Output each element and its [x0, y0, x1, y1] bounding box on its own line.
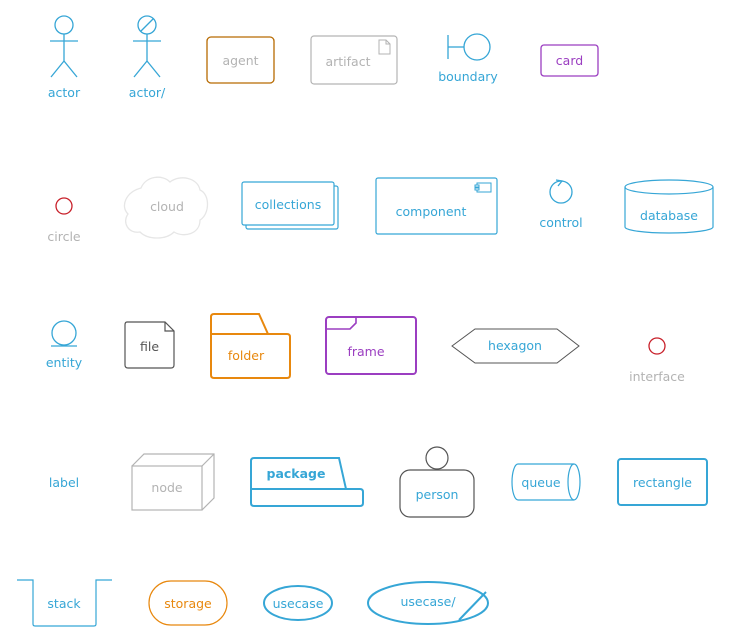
database-label: database [640, 208, 698, 223]
card-element[interactable]: card [540, 44, 599, 77]
business-actor-figure [133, 15, 161, 78]
folder-label: folder [228, 348, 265, 363]
component-icon [474, 182, 492, 193]
entity-icon [51, 320, 77, 347]
artifact-box [310, 35, 398, 85]
folder-element[interactable]: folder [210, 313, 291, 379]
rectangle-box [617, 458, 708, 506]
agent-element[interactable]: agent [206, 36, 275, 84]
node-element[interactable]: node [131, 453, 215, 511]
card-label: card [556, 53, 583, 68]
queue-element[interactable]: queue [511, 463, 581, 501]
usecase-business-element[interactable]: usecase/ [367, 581, 489, 625]
actor-label: actor [48, 85, 81, 100]
entity-element[interactable]: entity [46, 320, 83, 370]
component-label: component [396, 204, 467, 219]
hexagon-label: hexagon [488, 338, 542, 353]
package-label: package [267, 466, 326, 481]
agent-box [206, 36, 275, 84]
boundary-label: boundary [438, 69, 498, 84]
circle-shape [55, 197, 73, 215]
label-text: label [49, 475, 79, 490]
artifact-element[interactable]: artifact [310, 35, 398, 85]
entity-label: entity [46, 355, 83, 370]
collections-label: collections [255, 197, 322, 212]
stack-label: stack [47, 596, 81, 611]
collections-element[interactable]: collections [241, 181, 339, 230]
control-element[interactable]: control [539, 179, 583, 230]
boundary-icon [447, 33, 491, 61]
hexagon-element[interactable]: hexagon [451, 328, 580, 364]
person-shape [399, 446, 475, 518]
frame-box [325, 316, 417, 375]
storage-label: storage [164, 596, 212, 611]
actor-business-label: actor/ [129, 85, 166, 100]
usecase-element[interactable]: usecase [263, 585, 333, 621]
file-element[interactable]: file [124, 321, 175, 369]
card-box [540, 44, 599, 77]
interface-circle [648, 337, 666, 355]
actor-element[interactable]: actor [48, 15, 81, 100]
database-cylinder [624, 179, 714, 234]
file-label: file [140, 339, 159, 354]
queue-cylinder [511, 463, 581, 501]
database-element[interactable]: database [624, 179, 714, 234]
cloud-label: cloud [150, 199, 184, 214]
agent-label: agent [222, 53, 258, 68]
person-label: person [416, 487, 459, 502]
usecase-business-label: usecase/ [400, 594, 456, 609]
frame-tab [326, 317, 357, 330]
circle-label: circle [47, 229, 81, 244]
actor-figure [50, 15, 78, 78]
storage-shape [148, 580, 228, 626]
label-element[interactable]: label [49, 475, 79, 490]
storage-element[interactable]: storage [148, 580, 228, 626]
artifact-label: artifact [325, 54, 370, 69]
collections-front [241, 181, 335, 226]
person-element[interactable]: person [399, 446, 475, 518]
cloud-shape [123, 176, 209, 239]
usecase-business-ellipse [367, 581, 489, 625]
stack-element[interactable]: stack [17, 579, 112, 627]
cloud-element[interactable]: cloud [123, 176, 209, 239]
interface-label: interface [629, 369, 685, 384]
folder-shape [210, 313, 291, 379]
interface-element[interactable]: interface [629, 337, 685, 384]
control-label: control [539, 215, 582, 230]
actor-business-element[interactable]: actor/ [129, 15, 166, 100]
usecase-ellipse [263, 585, 333, 621]
component-box [375, 177, 498, 235]
circle-element[interactable]: circle [47, 197, 81, 244]
component-element[interactable]: component [375, 177, 498, 235]
stack-shape [17, 579, 112, 627]
boundary-element[interactable]: boundary [438, 33, 498, 84]
hexagon-shape [451, 328, 580, 364]
usecase-label: usecase [273, 596, 324, 611]
frame-label: frame [347, 344, 384, 359]
usecase-business-slash [458, 591, 487, 621]
node-label: node [151, 480, 183, 495]
queue-label: queue [521, 475, 560, 490]
file-shape [124, 321, 175, 369]
package-shape [250, 457, 364, 507]
document-icon [378, 39, 391, 55]
frame-element[interactable]: frame [325, 316, 417, 375]
node-box [131, 453, 215, 511]
rectangle-label: rectangle [633, 475, 692, 490]
control-icon [549, 179, 573, 204]
rectangle-element[interactable]: rectangle [617, 458, 708, 506]
package-element[interactable]: package [250, 457, 364, 507]
